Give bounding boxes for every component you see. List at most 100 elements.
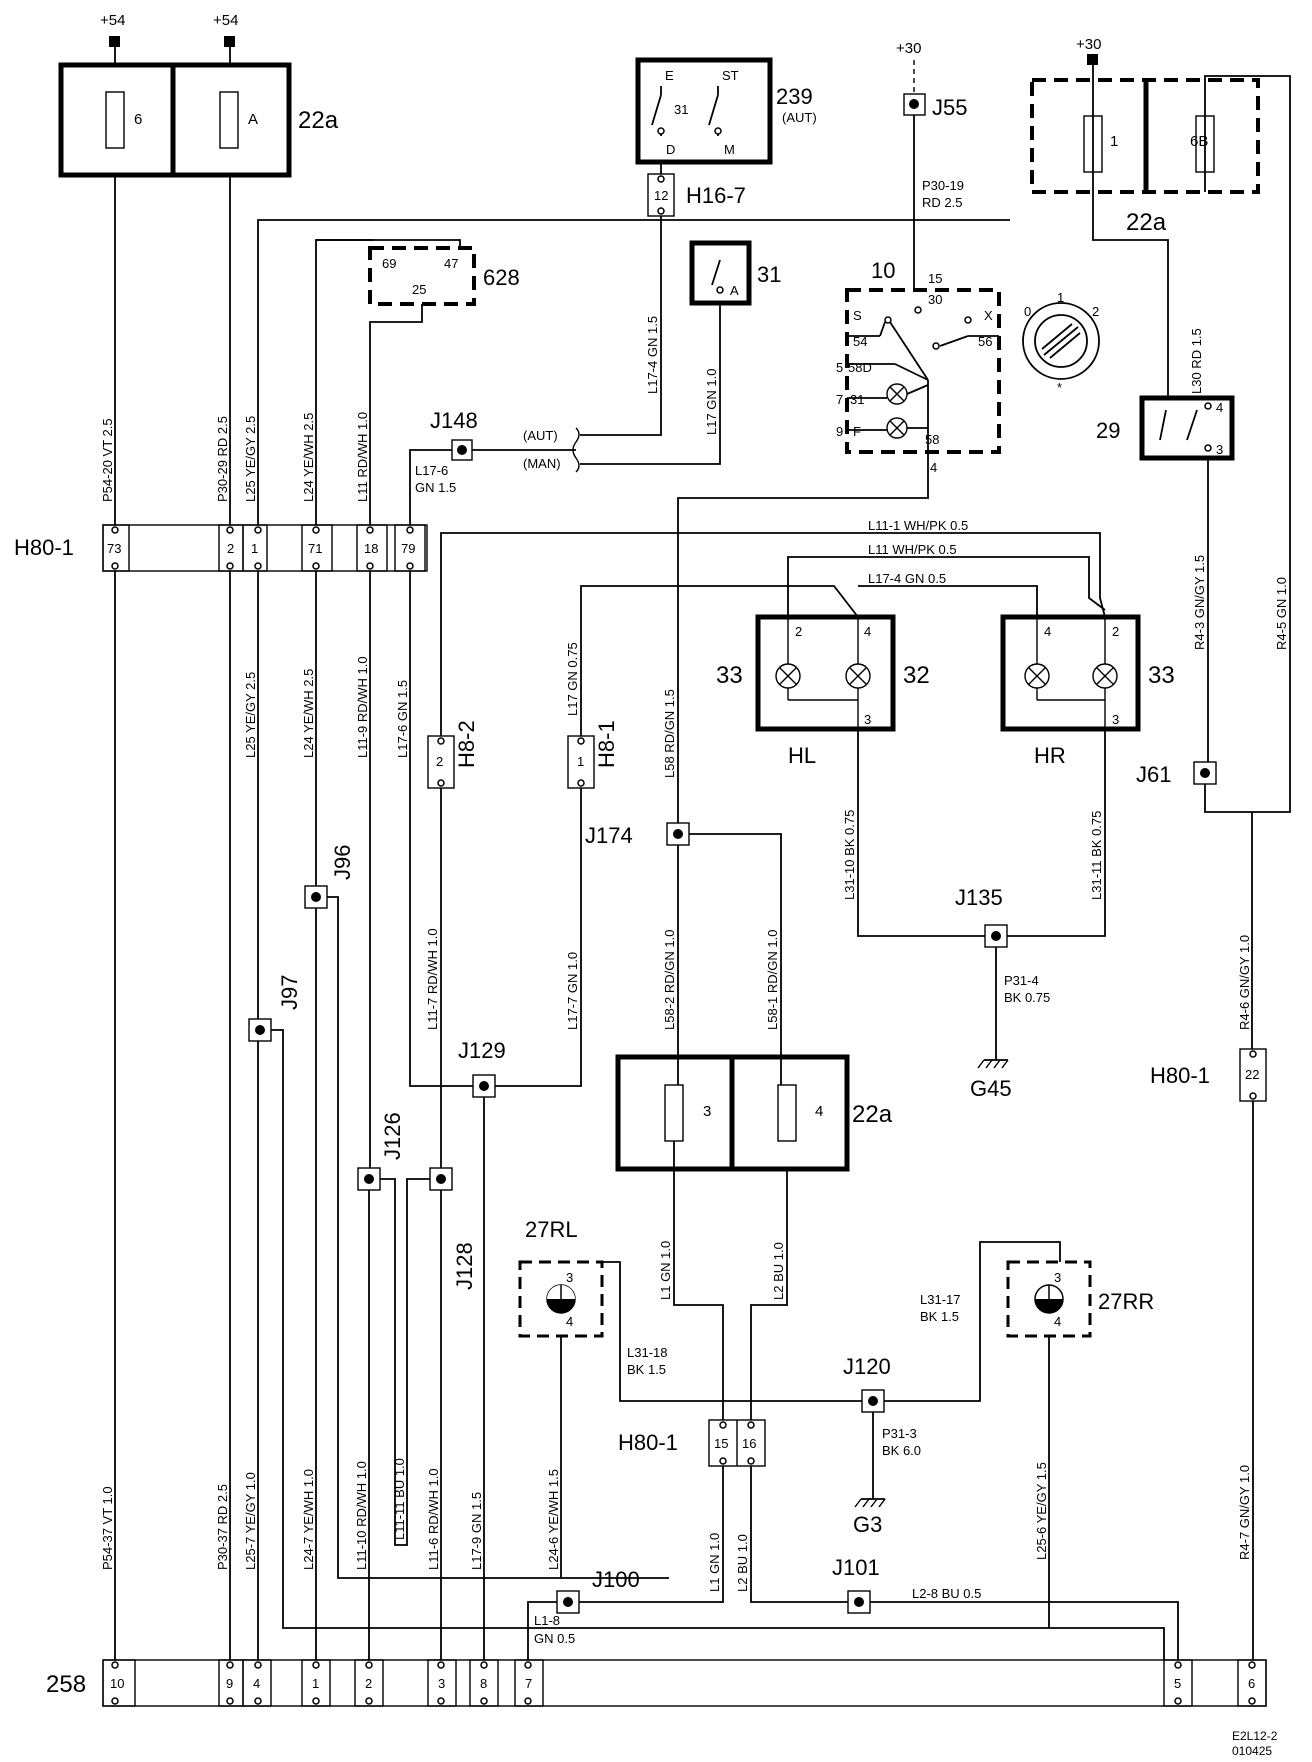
svg-text:2: 2 [1112,624,1119,639]
svg-text:L24 YE/WH 2.5: L24 YE/WH 2.5 [301,413,316,502]
junction-j61: J61 [1136,761,1217,787]
svg-text:L58-2 RD/GN 1.0: L58-2 RD/GN 1.0 [662,930,677,1030]
svg-text:2: 2 [227,541,234,556]
svg-text:+30: +30 [1076,36,1101,53]
component-10-light-switch: 10 15 30 S X 54 56 5 58D 7 31 9 F 58 4 [836,258,1001,475]
junction-j96-label: J96 [330,845,355,880]
junction-j120-label: J120 [843,1354,891,1379]
junction-j97-label: J97 [277,975,302,1010]
junction-j100: J100 [556,1567,640,1614]
junction-j126-label: J126 [380,1112,405,1160]
connector-h16-7-label: H16-7 [686,183,746,208]
svg-text:R4-7 GN/GY 1.0: R4-7 GN/GY 1.0 [1237,1465,1252,1560]
svg-text:31: 31 [850,392,864,407]
svg-text:A: A [730,283,739,298]
component-239: E ST 31 D M 239 (AUT) [635,57,817,165]
svg-text:3: 3 [1112,712,1119,727]
svg-text:1: 1 [1110,133,1118,150]
svg-text:L31-18: L31-18 [627,1345,667,1360]
svg-text:BK 1.5: BK 1.5 [920,1309,959,1324]
svg-text:L24-6 YE/WH 1.5: L24-6 YE/WH 1.5 [546,1469,561,1570]
svg-text:L1 GN 1.0: L1 GN 1.0 [707,1533,722,1592]
svg-text:4: 4 [1054,1314,1061,1329]
junction-j148-label: J148 [430,408,478,433]
svg-text:L31-10 BK 0.75: L31-10 BK 0.75 [842,810,857,900]
svg-text:L1-8: L1-8 [534,1613,560,1628]
svg-text:18: 18 [364,541,378,556]
svg-text:R4-6 GN/GY 1.0: R4-6 GN/GY 1.0 [1237,935,1252,1030]
svg-text:3: 3 [1216,442,1223,457]
svg-text:BK 0.75: BK 0.75 [1004,990,1050,1005]
junction-j100-label: J100 [592,1567,640,1592]
svg-text:BK 1.5: BK 1.5 [627,1362,666,1377]
svg-text:15: 15 [714,1436,728,1451]
connector-h8-2: 2 H8-2 [427,720,479,789]
svg-text:73: 73 [107,541,121,556]
component-628-label: 628 [483,265,520,290]
component-29-label: 29 [1096,418,1120,443]
svg-text:56: 56 [978,334,992,349]
junction-j101-label: J101 [832,1555,880,1580]
component-31-label: 31 [757,262,781,287]
ground-g3-label: G3 [853,1512,882,1537]
svg-text:15: 15 [928,271,942,286]
svg-text:L11-9 RD/WH 1.0: L11-9 RD/WH 1.0 [355,656,370,758]
svg-text:L11 RD/WH 1.0: L11 RD/WH 1.0 [355,412,370,502]
svg-text:(AUT): (AUT) [523,428,558,443]
svg-text:L17-6: L17-6 [415,463,448,478]
connector-258-label: 258 [46,1671,86,1698]
svg-text:L11 WH/PK 0.5: L11 WH/PK 0.5 [868,542,957,557]
svg-text:4: 4 [566,1314,573,1329]
svg-text:P54-20 VT 2.5: P54-20 VT 2.5 [100,418,115,502]
svg-text:L58 RD/GN 1.5: L58 RD/GN 1.5 [662,689,677,778]
wire-labels: P54-20 VT 2.5 P30-29 RD 2.5 L25 YE/GY 2.… [100,178,1289,1646]
junction-j128-label: J128 [452,1242,477,1290]
lamp-unit-hl-label: HL [788,743,816,768]
svg-text:L31-11 BK 0.75: L31-11 BK 0.75 [1089,811,1104,900]
svg-text:47: 47 [444,256,458,271]
supply-54-left: +54 [100,12,125,64]
svg-text:L17-6 GN 1.5: L17-6 GN 1.5 [395,680,410,758]
rear-lamp-27rr: 3 4 27RR [1006,1260,1154,1338]
connector-h8-2-label: H8-2 [454,720,479,768]
rear-lamp-27rr-label: 27RR [1098,1289,1154,1314]
fuse-6-label: 6 [134,111,142,128]
connector-258: 10 9 4 1 2 3 8 7 5 6 258 [46,1659,1267,1707]
svg-text:1: 1 [1057,290,1064,305]
svg-text:31: 31 [674,102,688,117]
svg-text:L17-4 GN 0.5: L17-4 GN 0.5 [868,571,946,586]
svg-text:2: 2 [795,624,802,639]
junction-j129: J129 [458,1038,506,1098]
junction-j96: J96 [304,845,355,909]
switch-knob: 0 1 2 * [1022,290,1100,395]
rear-lamp-27rl-label: 27RL [525,1217,578,1242]
svg-text:16: 16 [742,1436,756,1451]
svg-text:1: 1 [577,754,584,769]
diagram-reference: E2L12-2 010425 [1232,1729,1278,1758]
svg-text:L17-4 GN 1.5: L17-4 GN 1.5 [645,316,660,394]
junction-j129-label: J129 [458,1038,506,1063]
connector-h8-1-label: H8-1 [594,720,619,768]
svg-text:L17 GN 1.0: L17 GN 1.0 [704,369,719,436]
svg-text:P30-37 RD 2.5: P30-37 RD 2.5 [215,1484,230,1570]
svg-text:12: 12 [654,188,668,203]
svg-text:L30 RD 1.5: L30 RD 1.5 [1189,328,1204,394]
component-10-label: 10 [871,258,895,283]
junction-j55-label: J55 [932,95,967,120]
svg-text:58D: 58D [848,360,872,375]
svg-text:P31-3: P31-3 [882,1426,917,1441]
junction-j128: J128 [429,1167,477,1290]
fusebox-22a-top-right: 1 6B 22a [1030,78,1260,236]
svg-text:32: 32 [903,662,930,689]
svg-text:3: 3 [566,1270,573,1285]
rear-lamp-27rl: 3 4 27RL [518,1217,604,1338]
lamp-unit-hl: 2 4 3 33 32 HL [716,614,930,768]
svg-text:BK 6.0: BK 6.0 [882,1443,921,1458]
svg-text:010425: 010425 [1232,1744,1272,1758]
svg-text:GN 0.5: GN 0.5 [534,1631,575,1646]
svg-text:0: 0 [1024,304,1031,319]
svg-text:M: M [724,142,735,157]
svg-text:L31-17: L31-17 [920,1292,960,1307]
svg-text:3: 3 [703,1103,711,1120]
junction-j174-label: J174 [585,823,633,848]
